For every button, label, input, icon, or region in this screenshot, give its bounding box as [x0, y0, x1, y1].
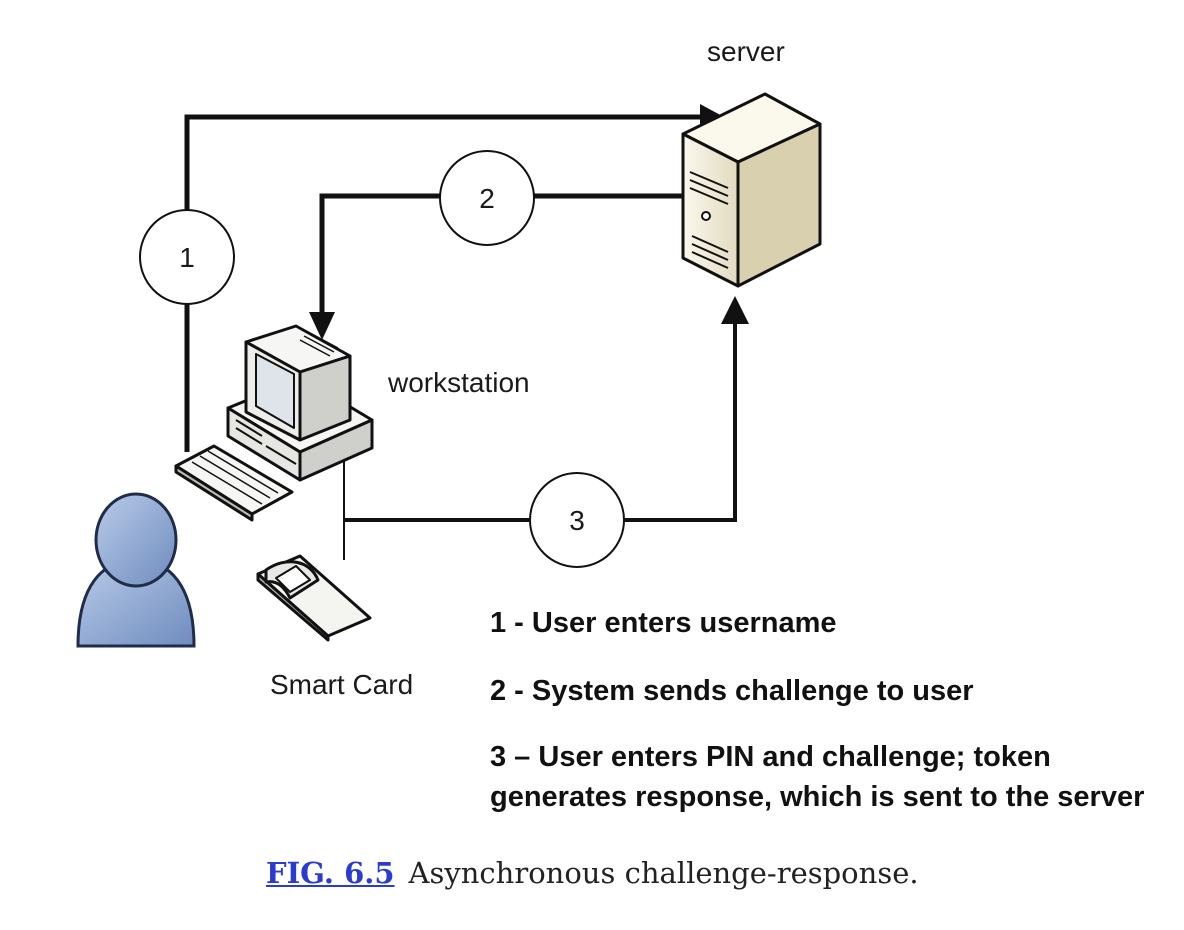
- figure-reference-link[interactable]: FIG. 6.5: [266, 856, 395, 890]
- server-label: server: [707, 36, 785, 67]
- connector-2-arrowhead: [309, 312, 335, 340]
- connector-3-line: [344, 318, 737, 522]
- workstation-label: workstation: [388, 367, 530, 398]
- legend-step-3: 3 – User enters PIN and challenge; token…: [490, 741, 1145, 813]
- step-2-badge: 2: [439, 150, 535, 246]
- connector-3-arrowhead: [721, 296, 749, 324]
- legend-step-2: 2 - System sends challenge to user: [490, 675, 974, 707]
- step-1-badge: 1: [139, 209, 235, 305]
- step-3-badge: 3: [529, 472, 625, 568]
- caption-text: Asynchronous challenge-response.: [408, 856, 919, 890]
- figure-caption: FIG. 6.5 Asynchronous challenge-response.: [266, 856, 919, 890]
- connector-2-line: [319, 193, 690, 318]
- smart-card-reader-icon: [256, 554, 372, 642]
- step-3-number: 3: [569, 505, 585, 536]
- connector-step-2: [309, 193, 690, 340]
- smart-card-label: Smart Card: [270, 669, 414, 700]
- user-icon: [76, 492, 196, 648]
- step-2-number: 2: [479, 183, 495, 214]
- workstation-icon: [174, 324, 374, 522]
- server-icon: [681, 92, 822, 288]
- connector-1-line: [184, 114, 705, 452]
- connector-step-3: [343, 296, 749, 560]
- legend-step-1: 1 - User enters username: [490, 607, 837, 639]
- step-1-number: 1: [179, 242, 195, 273]
